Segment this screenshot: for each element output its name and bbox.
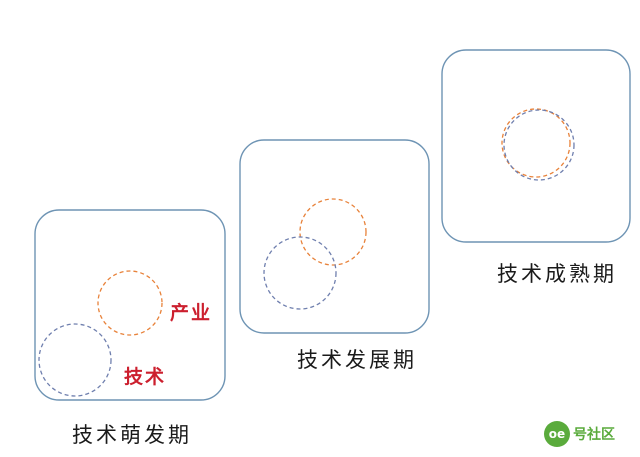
stage-box-maturity — [441, 49, 631, 243]
technology-circle-emergence — [38, 323, 112, 397]
industry-circle-maturity — [501, 108, 571, 178]
stage-box-development — [239, 139, 430, 334]
watermark-logo: oe 号社区 — [544, 421, 615, 447]
technology-circle-label: 技术 — [124, 366, 167, 388]
technology-circle-development — [263, 236, 337, 310]
stage-label-maturity: 技术成熟期 — [497, 262, 617, 286]
technology-circle-maturity — [503, 109, 575, 181]
watermark-text: 号社区 — [573, 427, 615, 443]
speech-bubble-logo-icon: oe — [544, 421, 570, 447]
stage-label-emergence: 技术萌发期 — [72, 423, 192, 447]
industry-circle-development — [299, 198, 367, 266]
stage-label-development: 技术发展期 — [297, 348, 417, 372]
industry-circle-emergence — [97, 270, 163, 336]
industry-circle-label: 产业 — [170, 302, 213, 324]
stage-box-emergence — [34, 209, 226, 401]
